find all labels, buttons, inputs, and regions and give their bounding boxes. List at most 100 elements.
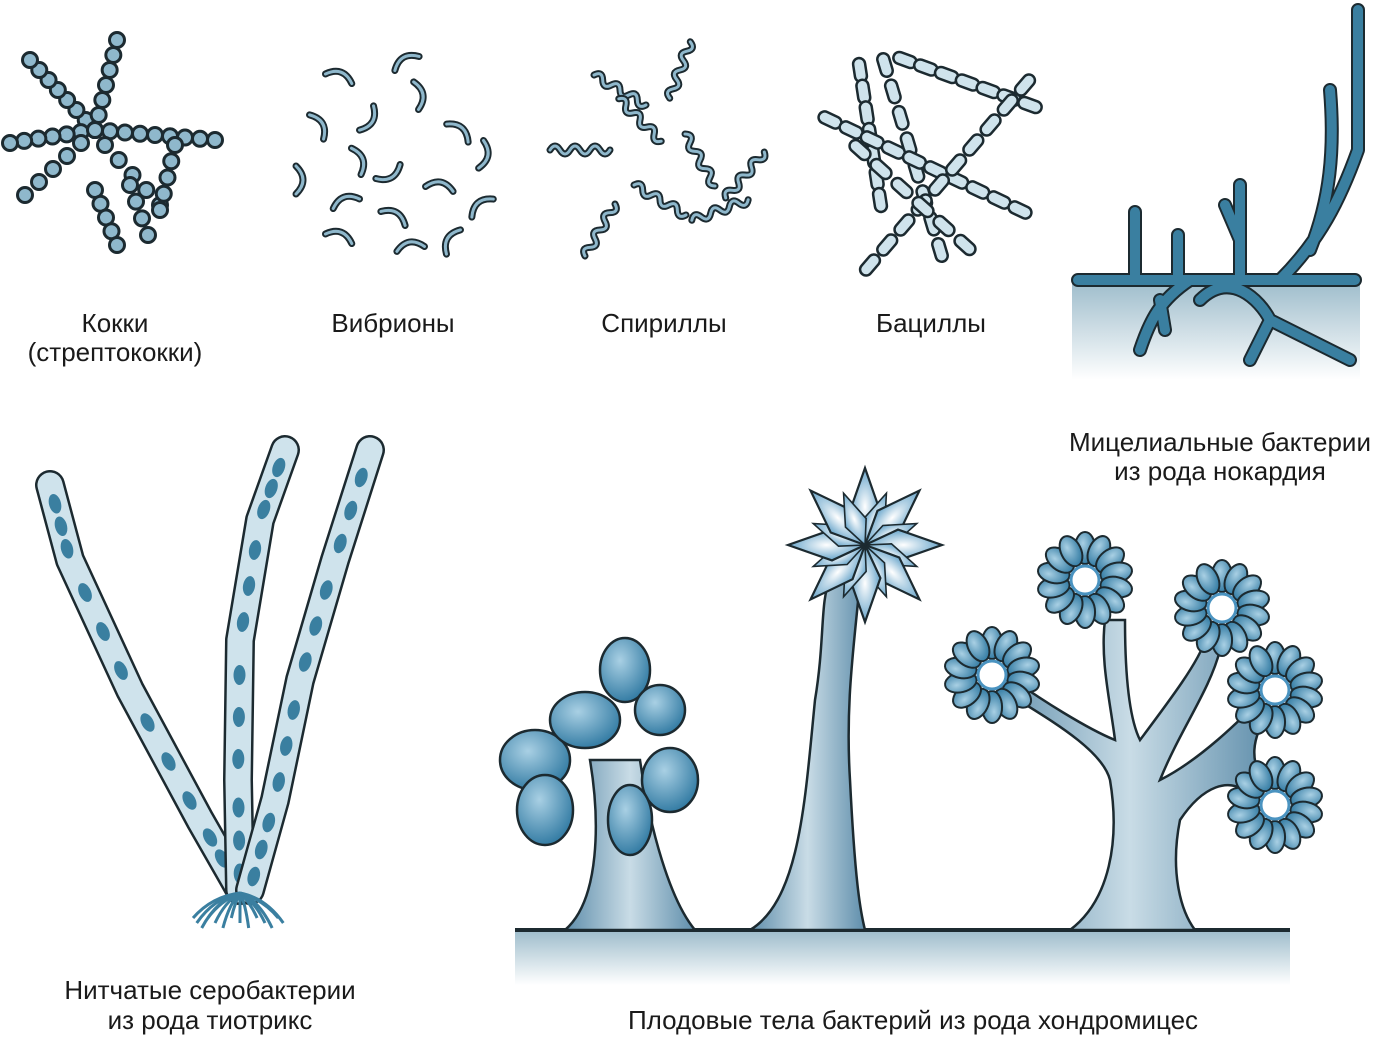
label-cocci: Кокки bbox=[82, 308, 149, 338]
cell-nucleus bbox=[48, 493, 62, 514]
coccus-cell bbox=[93, 91, 112, 109]
coccus-cell bbox=[166, 136, 184, 154]
flower-center bbox=[1259, 674, 1291, 706]
cell-nucleus bbox=[262, 812, 276, 833]
coccus-cell bbox=[108, 31, 126, 49]
coccus-cell bbox=[58, 147, 76, 165]
coccus-cell bbox=[96, 136, 114, 154]
bacillus-cell bbox=[953, 233, 977, 257]
coccus-cell bbox=[89, 106, 108, 124]
spirillum-cell-fill bbox=[592, 72, 648, 108]
coccus-cell bbox=[139, 226, 157, 244]
coccus-cell bbox=[191, 129, 209, 148]
label-thiothrix: Нитчатые серобактерии bbox=[64, 975, 355, 1005]
bacillus-cell bbox=[1017, 95, 1043, 115]
cell-nucleus bbox=[114, 661, 128, 680]
coccus-cell bbox=[104, 46, 123, 64]
coccus-cell bbox=[154, 184, 173, 203]
vibrio-cell-fill bbox=[424, 180, 455, 193]
bacillus-cell bbox=[962, 133, 985, 157]
chondromyces-substrate bbox=[515, 930, 1290, 985]
flower-petal bbox=[1248, 645, 1274, 678]
flower-center bbox=[1206, 592, 1238, 624]
coccus-cell bbox=[121, 176, 139, 194]
cell-nucleus bbox=[298, 652, 312, 672]
flower-petal bbox=[1058, 535, 1084, 568]
cell-nucleus bbox=[242, 576, 256, 596]
cell-nucleus bbox=[287, 700, 300, 720]
coccus-cell bbox=[29, 129, 48, 148]
cell-nucleus bbox=[233, 830, 246, 851]
coccus-cell bbox=[21, 51, 39, 69]
cell-nucleus bbox=[248, 540, 262, 560]
flower-petal bbox=[1248, 760, 1274, 793]
label-nocardia-sub: из рода нокардия bbox=[1114, 456, 1326, 486]
coccus-cell bbox=[162, 152, 181, 171]
coccus-cell bbox=[131, 124, 149, 143]
flower-petal bbox=[965, 630, 991, 663]
sporangium bbox=[515, 773, 575, 847]
spirillum-cell-fill bbox=[690, 198, 750, 222]
label-bacilli: Бациллы bbox=[876, 308, 986, 338]
bacillus-cell bbox=[890, 176, 914, 200]
coccus-cell bbox=[1, 134, 19, 152]
coccus-cell bbox=[72, 134, 90, 152]
cell-nucleus bbox=[232, 749, 245, 769]
coccus-cell bbox=[43, 127, 62, 146]
spirillum-cell-fill bbox=[617, 96, 663, 144]
coccus-cell bbox=[137, 181, 156, 199]
sporangium bbox=[548, 690, 622, 750]
coccus-cell bbox=[109, 151, 128, 169]
label-cocci-sub: (стрептококки) bbox=[28, 337, 203, 367]
coccus-cell bbox=[206, 131, 224, 149]
bacillus-cell bbox=[876, 233, 899, 257]
vibrio-cell-fill bbox=[331, 194, 362, 211]
vibrio-cell-fill bbox=[308, 113, 327, 141]
cell-nucleus bbox=[272, 457, 286, 478]
vibrio-cell-fill bbox=[395, 240, 426, 253]
coccus-cell bbox=[16, 186, 34, 204]
coccus-cell bbox=[151, 201, 169, 219]
vibrio-cell-fill bbox=[393, 53, 421, 72]
thiothrix-group bbox=[35, 435, 385, 929]
flower-center bbox=[1069, 564, 1101, 596]
vibrio-cell-fill bbox=[412, 80, 425, 111]
bacillus-cell bbox=[979, 113, 1002, 137]
bacillus-cell bbox=[931, 236, 949, 264]
bacillus-cell bbox=[932, 214, 956, 238]
bacillus-cell bbox=[893, 213, 916, 237]
spirillum-cell-fill bbox=[723, 150, 767, 200]
cell-nucleus bbox=[161, 752, 176, 771]
flower-center bbox=[976, 659, 1008, 691]
label-thiothrix-sub: из рода тиотрикс bbox=[108, 1005, 313, 1035]
spore-petal bbox=[842, 491, 867, 547]
coccus-cell bbox=[30, 173, 48, 191]
vibrio-cell-fill bbox=[294, 164, 305, 196]
cell-nucleus bbox=[236, 612, 250, 632]
cell-nucleus bbox=[233, 665, 246, 685]
vibrio-cell-fill bbox=[358, 104, 377, 132]
bacillus-cell bbox=[1007, 200, 1033, 220]
bacillus-cell bbox=[876, 51, 894, 79]
coccus-cell bbox=[57, 125, 76, 144]
vibrio-cell-fill bbox=[379, 208, 407, 227]
bacillus-cell bbox=[944, 153, 968, 177]
cell-nucleus bbox=[140, 713, 155, 732]
cell-nucleus bbox=[254, 839, 268, 860]
cell-nucleus bbox=[319, 580, 333, 600]
cell-nucleus bbox=[182, 791, 197, 810]
sporangium bbox=[598, 636, 652, 704]
spirillum-cell-fill bbox=[548, 144, 612, 156]
label-vibrios: Вибрионы bbox=[331, 308, 454, 338]
label-nocardia: Мицелиальные бактерии bbox=[1069, 427, 1371, 457]
chondromyces-group bbox=[498, 464, 1323, 985]
vibrio-cell-fill bbox=[477, 139, 490, 170]
cell-nucleus bbox=[257, 499, 271, 520]
coccus-cell bbox=[108, 236, 126, 254]
bacillus-cell bbox=[871, 186, 889, 214]
flower-petal bbox=[1195, 563, 1221, 596]
bacillus-cell bbox=[911, 195, 935, 219]
bacillus-cell bbox=[883, 78, 902, 105]
